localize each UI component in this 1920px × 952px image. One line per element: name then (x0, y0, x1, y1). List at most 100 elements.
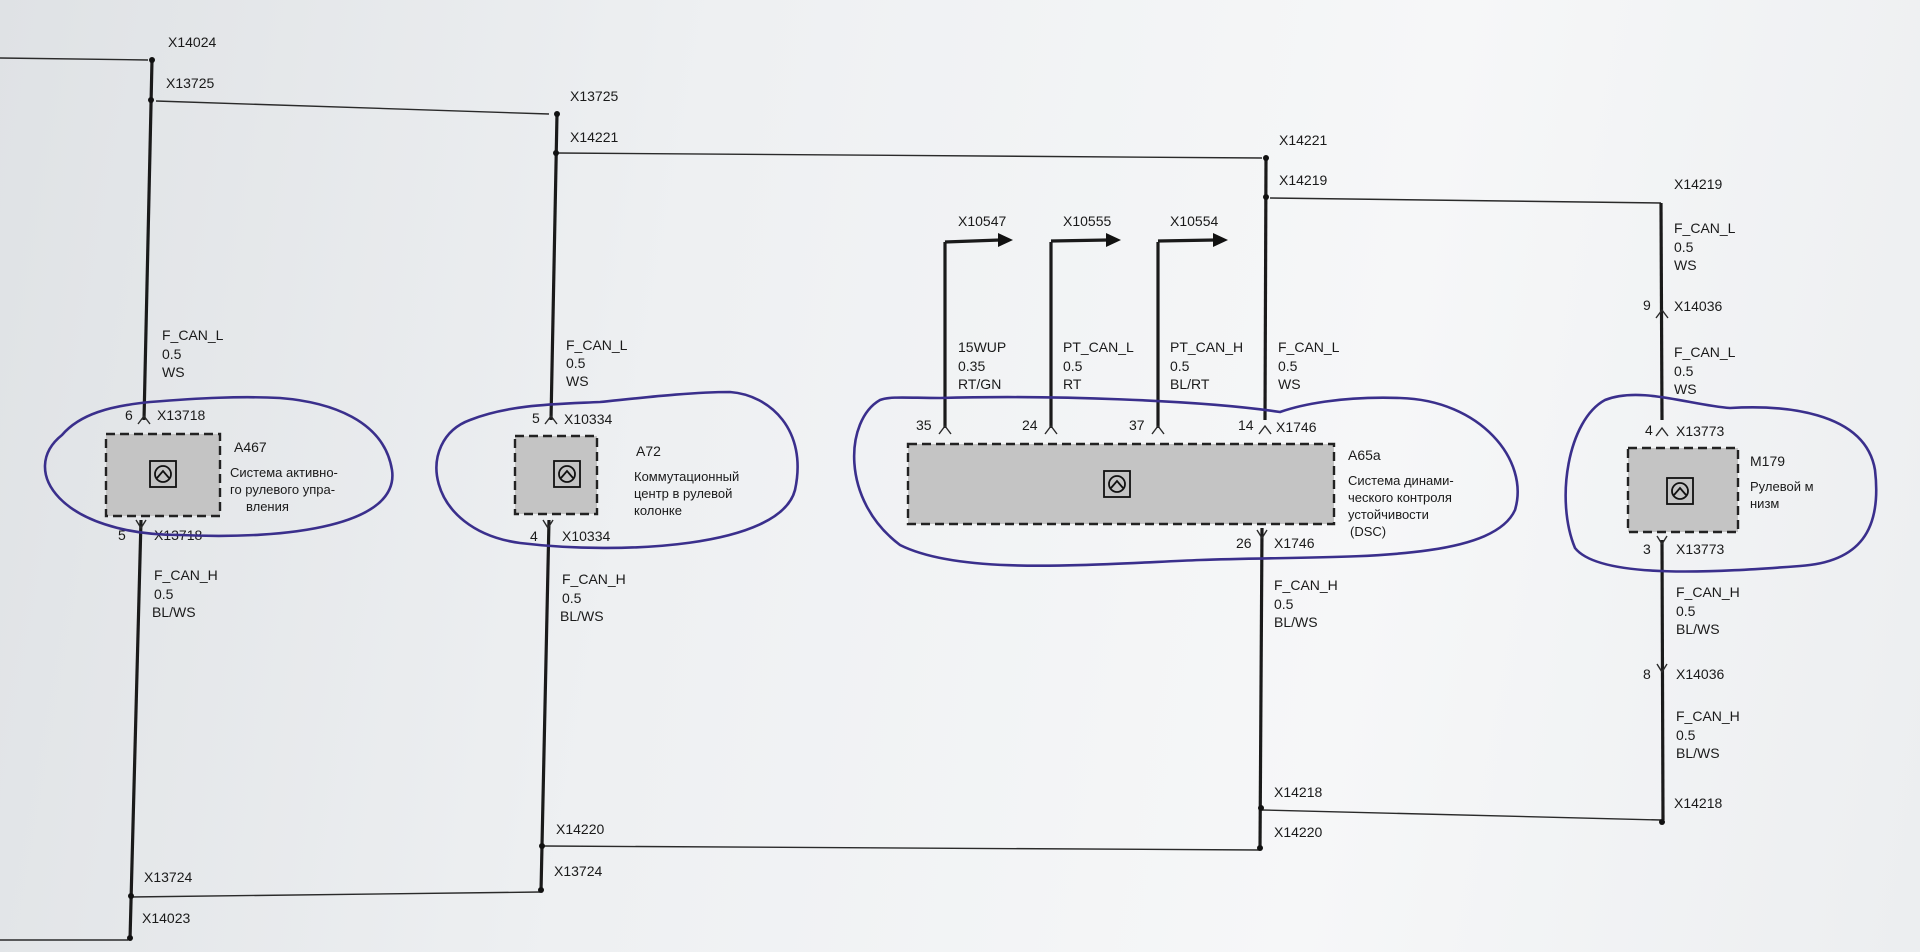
connector-label: X13773 (1676, 541, 1724, 557)
wire-gauge: 0.5 (154, 586, 174, 602)
pin-arrow (1655, 308, 1669, 319)
wire-color: RT/GN (958, 376, 1001, 392)
pin-number: 26 (1236, 535, 1252, 551)
connector-label: X14221 (570, 129, 618, 145)
wire-gauge: 0.5 (1170, 358, 1190, 374)
module-id: M179 (1750, 453, 1785, 469)
connector-label: X10555 (1063, 213, 1111, 229)
wire-gauge: 0.5 (1676, 603, 1696, 619)
connector-label: X14036 (1676, 666, 1724, 682)
pin-arrow (135, 519, 147, 530)
wire-name: F_CAN_H (154, 567, 218, 583)
pin-number: 35 (916, 417, 932, 433)
wire-gauge: 0.5 (1674, 363, 1694, 379)
wire-name: F_CAN_L (162, 327, 224, 343)
wire-color: RT (1063, 376, 1082, 392)
junction-dot (1263, 155, 1269, 161)
arrow-line (1050, 238, 1109, 243)
junction-dot (554, 111, 560, 117)
connector-label: X14036 (1674, 298, 1722, 314)
connector-label: X1746 (1274, 535, 1315, 551)
wire-name: 15WUP (958, 339, 1006, 355)
column-a65a: X14221 X14219 X14218 X14220 X10547 X1055… (852, 132, 1519, 851)
bus-line-bottom-2 (543, 845, 1261, 851)
connector-label: X14218 (1274, 784, 1322, 800)
wire-gauge: 0.35 (958, 358, 985, 374)
module-icon (149, 460, 177, 488)
module-desc-line: ческого контроля (1348, 490, 1452, 505)
connector-label: X1746 (1276, 419, 1317, 435)
wire-color: WS (1674, 381, 1697, 397)
pin-arrow (1656, 535, 1668, 546)
pin-number: 8 (1643, 666, 1651, 682)
pin-arrow (1656, 663, 1668, 674)
wire-a72-top (549, 113, 559, 421)
wire-gauge: 0.5 (1063, 358, 1083, 374)
module-desc-line: Система активно- (230, 465, 338, 480)
arrow-right-icon (1106, 233, 1121, 247)
pin-number: 6 (125, 407, 133, 423)
column-m179: X14219 X14218 F_CAN_L 0.5 WS 9 X14036 F_… (1564, 176, 1878, 825)
connector-label: X13724 (144, 869, 192, 885)
wire-gauge: 0.5 (1278, 358, 1298, 374)
module-id: A72 (636, 443, 661, 459)
wire-name: F_CAN_L (1674, 344, 1736, 360)
wire-color: WS (1278, 376, 1301, 392)
wire-gauge: 0.5 (562, 590, 582, 606)
bus-lines (0, 57, 1662, 941)
bus-line-top-2 (556, 152, 1263, 159)
module-box-a72 (513, 434, 599, 516)
connector-label: X10554 (1170, 213, 1218, 229)
module-desc-line: го рулевого упра- (230, 482, 335, 497)
pin-arrow (1151, 424, 1165, 435)
connector-label: X13773 (1676, 423, 1724, 439)
column-a72: X13725 X14221 X14220 X13724 F_CAN_L 0.5 … (435, 88, 799, 893)
pin-number: 4 (1645, 422, 1653, 438)
wire-a65a-top (1263, 157, 1268, 421)
pin-number: 4 (530, 528, 538, 544)
module-desc-line: устойчивости (1348, 507, 1429, 522)
bus-line-bottom-3 (1261, 809, 1662, 821)
pin-arrow (544, 414, 558, 425)
connector-label: X13725 (570, 88, 618, 104)
arrow-line (944, 238, 1001, 244)
connector-label: X14219 (1674, 176, 1722, 192)
module-desc-line: Коммутационный (634, 469, 739, 484)
wire-color: BL/WS (1676, 745, 1720, 761)
module-icon (553, 460, 581, 488)
wire-name: PT_CAN_H (1170, 339, 1243, 355)
bus-line-top-1 (155, 100, 550, 115)
hand-drawn-circle (435, 390, 799, 550)
connector-label: X13725 (166, 75, 214, 91)
module-icon (1666, 477, 1694, 505)
pin-arrow (542, 519, 554, 530)
arrow-right-icon (998, 233, 1013, 247)
pin-arrow (938, 424, 952, 435)
module-desc-line: Рулевой м (1750, 479, 1814, 494)
bus-line-top-left (0, 57, 149, 61)
connector-label: X14220 (1274, 824, 1322, 840)
wire-color: BL/WS (1274, 614, 1318, 630)
connector-label: X13724 (554, 863, 602, 879)
wire-gauge: 0.5 (162, 346, 182, 362)
pin-number: 5 (118, 527, 126, 543)
connector-label: X14024 (168, 34, 216, 50)
connector-label: X10334 (564, 411, 612, 427)
wire-color: WS (1674, 257, 1697, 273)
junction-dot (1257, 845, 1263, 851)
wire-a467-bottom (128, 519, 143, 941)
wire-color: BL/WS (1676, 621, 1720, 637)
connector-label: X10547 (958, 213, 1006, 229)
junction-dot (538, 887, 544, 893)
junction-dot (1263, 194, 1269, 200)
module-desc-line: колонке (634, 503, 682, 518)
hand-drawn-circle (852, 395, 1519, 567)
wire-gauge: 0.5 (566, 355, 586, 371)
pin-number: 9 (1643, 297, 1651, 313)
wire-color: BL/WS (152, 604, 196, 620)
wire-a72-bottom (539, 519, 551, 893)
pin-number: 37 (1129, 417, 1145, 433)
junction-dot (1659, 819, 1665, 825)
wire-gauge: 0.5 (1676, 727, 1696, 743)
